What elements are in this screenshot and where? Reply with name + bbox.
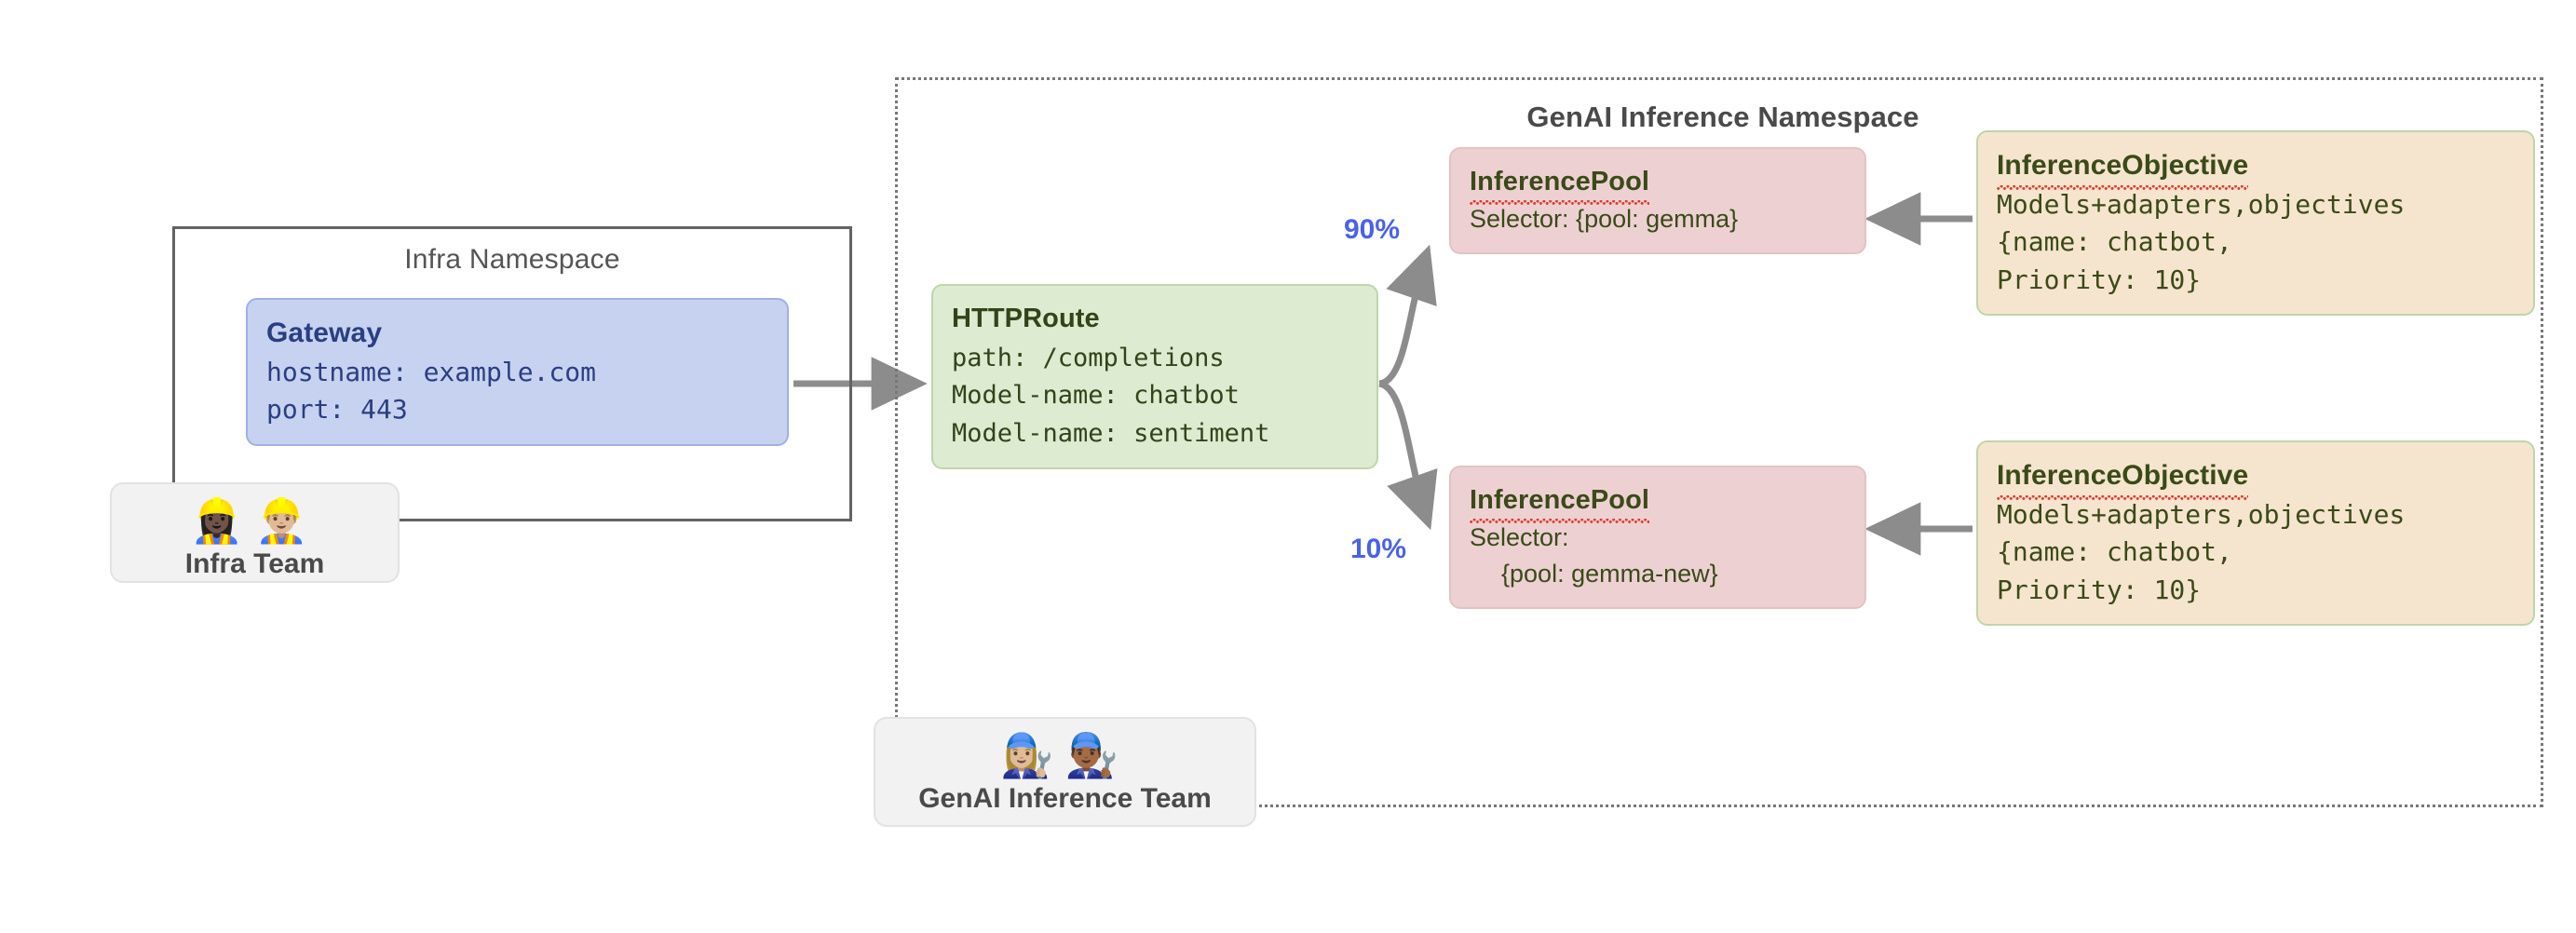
inferencepool-gemma-new-node[interactable]: InferencePool Selector: {pool: gemma-new… [1449, 466, 1866, 610]
httproute-model-name-sentiment: Model-name: sentiment [952, 418, 1270, 448]
infra-team-label: Infra Team [184, 548, 325, 579]
mechanic-icons: 👩🏼‍🔧👨🏾‍🔧 [1000, 731, 1130, 779]
inferencepool-gemma-new-selector: Selector: [1470, 523, 1569, 552]
inferencepool-gemma-title: InferencePool [1470, 162, 1650, 206]
inferenceobjective-bottom-line-2: {name: chatbot, [1997, 536, 2232, 568]
split-weight-10-label: 10% [1350, 534, 1407, 564]
inferenceobjective-top-node[interactable]: InferenceObjective Models+adapters,objec… [1976, 130, 2535, 317]
split-weight-90-label: 90% [1344, 214, 1401, 245]
genai-namespace-boundary [895, 77, 2543, 807]
inferenceobjective-top-line-3: Priority: 10} [1997, 264, 2202, 295]
infra-team-box[interactable]: 👷🏿‍♀️👷🏼‍♂️ Infra Team [110, 482, 400, 583]
infra-namespace-title: Infra Namespace [404, 244, 620, 275]
construction-worker-icons: 👷🏿‍♀️👷🏼‍♂️ [190, 496, 319, 545]
gateway-port: port: 443 [266, 394, 408, 426]
inferencepool-gemma-selector: Selector: {pool: gemma} [1470, 205, 1739, 234]
genai-namespace-title: GenAI Inference Namespace [1526, 101, 1919, 133]
inferenceobjective-top-line-2: {name: chatbot, [1997, 226, 2232, 258]
httproute-model-name-chatbot: Model-name: chatbot [952, 381, 1240, 410]
genai-inference-team-label: GenAI Inference Team [918, 782, 1212, 814]
httproute-node[interactable]: HTTPRoute path: /completions Model-name:… [931, 284, 1378, 469]
genai-inference-team-box[interactable]: 👩🏼‍🔧👨🏾‍🔧 GenAI Inference Team [874, 717, 1256, 827]
infra-namespace-boundary [172, 226, 852, 521]
gateway-title: Gateway [266, 318, 383, 348]
gateway-node[interactable]: Gateway hostname: example.com port: 443 [246, 298, 789, 446]
inferencepool-gemma-new-selector-value: {pool: gemma-new} [1501, 560, 1718, 588]
inferencepool-gemma-node[interactable]: InferencePool Selector: {pool: gemma} [1449, 147, 1866, 255]
inferenceobjective-bottom-line-3: Priority: 10} [1997, 574, 2202, 605]
httproute-path: path: /completions [952, 343, 1225, 372]
inferenceobjective-bottom-title: InferenceObjective [1997, 455, 2249, 499]
inferenceobjective-top-title: InferenceObjective [1997, 145, 2249, 189]
inferenceobjective-bottom-node[interactable]: InferenceObjective Models+adapters,objec… [1976, 440, 2535, 627]
gateway-hostname: hostname: example.com [266, 356, 597, 387]
inferenceobjective-bottom-line-1: Models+adapters,objectives [1997, 498, 2406, 530]
inferencepool-gemma-new-title: InferencePool [1470, 480, 1650, 524]
inferenceobjective-top-line-1: Models+adapters,objectives [1997, 188, 2406, 220]
httproute-title: HTTPRoute [952, 304, 1100, 333]
